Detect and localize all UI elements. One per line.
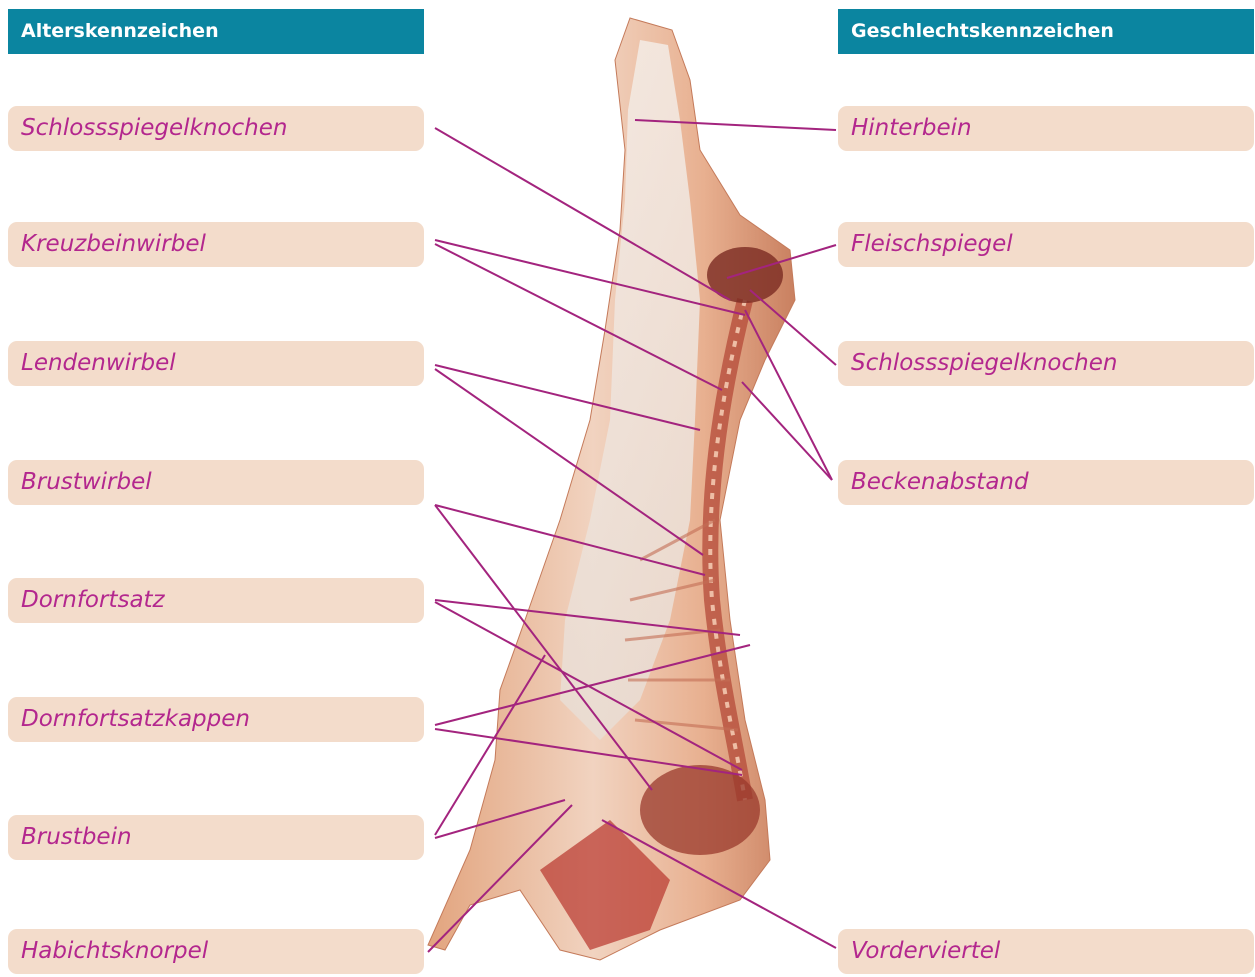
leader-hinterbein [635,120,836,130]
leader-dornfortsatzkappen-2 [435,729,742,775]
leader-brustbein-1 [435,655,545,835]
leader-beckenabstand-1 [745,310,832,480]
leader-schlossspiegelknochen-right [750,290,836,365]
leader-brustwirbel-1 [435,505,705,575]
leader-schlossspiegelknochen-left [435,128,730,300]
leader-brustwirbel-2 [435,505,652,790]
leader-kreuzbeinwirbel-2 [435,244,722,390]
leader-fleischspiegel [727,245,836,278]
leader-beckenabstand-2 [742,382,832,480]
leader-vorderviertel [602,820,836,948]
leader-dornfortsatz-1 [435,600,740,635]
leader-kreuzbeinwirbel-1 [435,240,745,315]
leader-habichtsknorpel [428,805,572,952]
